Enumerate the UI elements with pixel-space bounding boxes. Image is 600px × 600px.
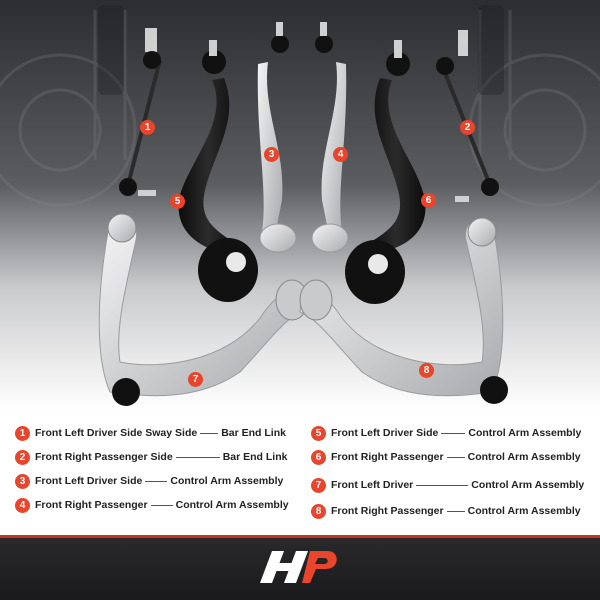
legend-divider <box>446 510 465 512</box>
legend-num: 4 <box>15 497 30 513</box>
legend-divider <box>150 504 173 506</box>
legend-name: Front Right Passenger <box>35 499 148 511</box>
legend-item-6: 6 Front Right Passenger Control Arm Asse… <box>311 448 581 466</box>
badge-1: 1 <box>140 120 155 135</box>
footer-accent-line <box>0 535 600 538</box>
control-arm-6 <box>345 40 426 304</box>
badge-6: 6 <box>421 193 436 208</box>
legend-divider <box>446 456 465 458</box>
legend-num: 1 <box>15 425 30 441</box>
legend-part: Control Arm Assembly <box>468 427 582 439</box>
control-arm-8 <box>299 217 508 404</box>
legend-item-3: 3 Front Left Driver Side Control Arm Ass… <box>15 472 283 490</box>
legend-name: Front Right Passenger Side <box>35 451 173 463</box>
control-arm-4 <box>311 22 349 253</box>
legend-name: Front Left Driver <box>331 479 414 491</box>
legend-num: 6 <box>311 449 326 465</box>
sway-bar-link-left <box>119 28 162 196</box>
badge-7: 7 <box>188 372 203 387</box>
legend-num: 8 <box>311 503 326 519</box>
legend-part: Control Arm Assembly <box>471 479 585 491</box>
legend-name: Front Right Passenger <box>331 451 444 463</box>
control-arm-kit-illustration <box>0 0 600 410</box>
control-arm-7 <box>98 213 309 406</box>
badge-2: 2 <box>460 120 475 135</box>
legend-item-4: 4 Front Right Passenger Control Arm Asse… <box>15 496 289 514</box>
legend-item-5: 5 Front Left Driver Side Control Arm Ass… <box>311 424 581 442</box>
legend-divider <box>441 432 466 434</box>
legend-divider <box>175 456 220 458</box>
legend-num: 7 <box>311 477 326 493</box>
badge-3: 3 <box>264 147 279 162</box>
product-photo: 1 2 3 4 5 6 7 8 <box>0 0 600 410</box>
badge-4: 4 <box>333 147 348 162</box>
legend-divider <box>416 484 469 486</box>
legend-name: Front Left Driver Side Sway Side <box>35 427 198 439</box>
legend-name: Front Left Driver Side <box>331 427 439 439</box>
legend-num: 5 <box>311 425 326 441</box>
badge-5: 5 <box>170 194 185 209</box>
legend-num: 3 <box>15 473 30 489</box>
legend-item-8: 8 Front Right Passenger Control Arm Asse… <box>311 502 581 520</box>
parts-legend: 1 Front Left Driver Side Sway Side Bar E… <box>0 410 600 535</box>
legend-part: Control Arm Assembly <box>467 505 581 517</box>
legend-part: Control Arm Assembly <box>170 475 284 487</box>
legend-part: Bar End Link <box>221 427 286 439</box>
legend-name: Front Left Driver Side <box>35 475 143 487</box>
brand-logo-icon <box>260 551 337 583</box>
legend-item-1: 1 Front Left Driver Side Sway Side Bar E… <box>15 424 286 442</box>
legend-divider <box>145 480 168 482</box>
legend-num: 2 <box>15 449 30 465</box>
legend-divider <box>200 432 219 434</box>
legend-name: Front Right Passenger <box>331 505 444 517</box>
legend-item-7: 7 Front Left Driver Control Arm Assembly <box>311 476 584 494</box>
control-arm-5 <box>178 40 258 302</box>
legend-part: Bar End Link <box>222 451 288 463</box>
legend-item-2: 2 Front Right Passenger Side Bar End Lin… <box>15 448 287 466</box>
legend-part: Control Arm Assembly <box>175 499 289 511</box>
badge-8: 8 <box>419 363 434 378</box>
legend-part: Control Arm Assembly <box>467 451 581 463</box>
